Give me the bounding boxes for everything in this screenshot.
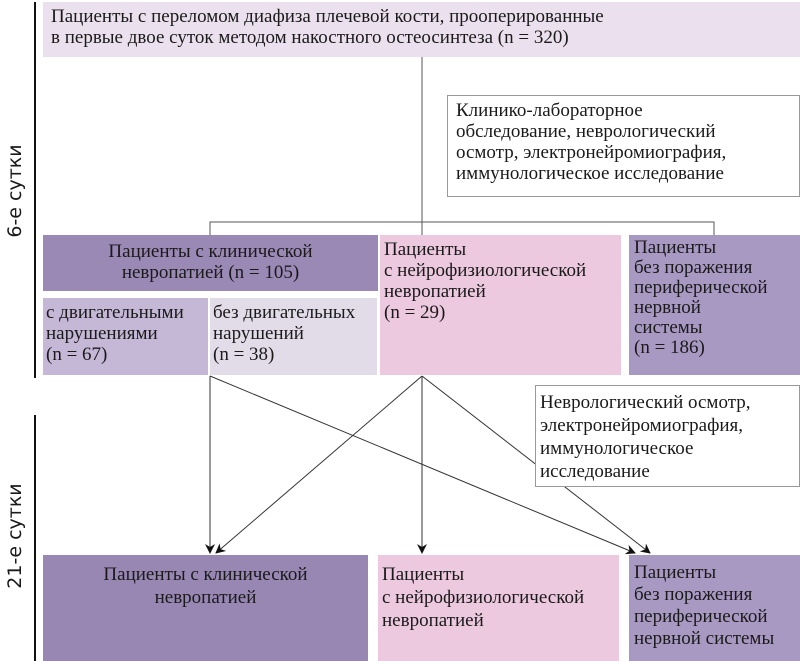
day21-axis [34, 415, 36, 661]
day6-none-box: Пациенты без поражения периферической не… [629, 235, 800, 375]
motor-line: нарушениями [46, 323, 158, 344]
d21-clinical-line: Пациенты с клинической [103, 564, 308, 585]
none-line: нервной [634, 297, 701, 318]
exam1-line: обследование, неврологический [456, 121, 716, 142]
d21-none-line: периферической [634, 606, 768, 627]
exam1-line: иммунологическое исследование [456, 163, 724, 184]
clinical-line1: Пациенты с клинической [108, 241, 313, 262]
no-motor-line: нарушений [213, 323, 304, 344]
none-line: без поражения [634, 257, 753, 278]
exam1-line: осмотр, электронейромиография, [456, 142, 727, 163]
d21-neurophys-line: Пациенты [382, 564, 465, 585]
neurophys-line: Пациенты [384, 239, 467, 260]
neurophys-line: (n = 29) [384, 302, 446, 323]
exam2-line: исследование [540, 461, 650, 482]
day21-neurophys-box: Пациенты с нейрофизиологической невропат… [378, 555, 619, 661]
neurophys-line: с нейрофизиологической [384, 260, 587, 281]
no-motor-line: без двигательных [213, 302, 356, 323]
no-motor-line: (n = 38) [213, 344, 275, 365]
d21-none-line: Пациенты [634, 562, 717, 583]
arrow-neurophys-to-clinical [215, 375, 423, 554]
d21-clinical-line: невропатией [154, 587, 257, 608]
day6-neurophys-box: Пациенты с нейрофизиологической невропат… [380, 235, 621, 375]
exam1-line: Клинико-лабораторное [456, 100, 643, 121]
exam2-line: электронейромиография, [540, 415, 744, 436]
motor-line: с двигательными [46, 302, 184, 323]
d21-none-line: без поражения [634, 584, 753, 605]
neurophys-line: невропатией [384, 281, 486, 302]
d21-none-line: нервной системы [634, 628, 775, 649]
exam2-line: иммунологическое [540, 438, 694, 459]
top-box-line2: в первые двое суток методом накостного о… [51, 27, 569, 48]
day6-no-motor-box: без двигательных нарушений (n = 38) [210, 298, 377, 375]
exam-box-day6: Клинико-лабораторное обследование, невро… [447, 95, 800, 197]
day21-clinical-box: Пациенты с клинической невропатией [43, 555, 368, 661]
motor-line: (n = 67) [46, 344, 108, 365]
d21-neurophys-line: с нейрофизиологической [382, 587, 585, 608]
day21-none-box: Пациенты без поражения периферической не… [629, 555, 800, 661]
day6-clinical-box: Пациенты с клинической невропатией (n = … [43, 235, 378, 291]
clinical-line2: невропатией (n = 105) [121, 262, 300, 283]
day6-axis [34, 2, 36, 378]
top-patients-box: Пациенты с переломом диафиза плечевой ко… [43, 2, 800, 57]
exam2-line: Неврологический осмотр, [540, 392, 751, 413]
exam-box-day21: Неврологический осмотр, электронейромиог… [535, 385, 800, 487]
none-line: системы [634, 317, 703, 338]
branch-line [209, 221, 715, 235]
day6-motor-box: с двигательными нарушениями (n = 67) [43, 298, 208, 375]
top-box-line1: Пациенты с переломом диафиза плечевой ко… [51, 6, 604, 27]
none-line: Пациенты [634, 237, 717, 258]
none-line: (n = 186) [634, 337, 705, 358]
none-line: периферической [634, 277, 768, 298]
d21-neurophys-line: невропатией [382, 610, 484, 631]
